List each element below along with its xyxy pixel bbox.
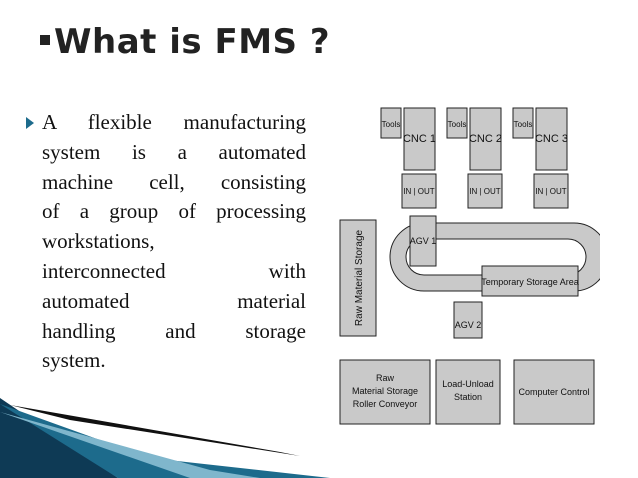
cnc-machine-box: [403, 107, 436, 171]
cnc-machine-box: [535, 107, 568, 171]
computer-control-box: [513, 359, 595, 425]
bullet-line: of a group of processing: [42, 199, 306, 224]
bullet-line: handling and storage: [42, 318, 306, 343]
raw-material-storage-box: [339, 219, 377, 337]
in-out-box: [533, 173, 569, 209]
raw-roller-conveyor-box: [339, 359, 431, 425]
bullet-line: workstations,: [42, 229, 155, 254]
bullet-line: system.: [42, 348, 106, 373]
slide-title: What is FMS ?: [40, 22, 330, 62]
computer-control-label: Computer Control: [518, 387, 589, 397]
cnc-machine-box: [469, 107, 502, 171]
load-unload-label-line: Station: [454, 392, 482, 402]
bullet-line: system is a automated: [42, 139, 306, 164]
slide-title-text: What is FMS ?: [54, 22, 331, 62]
raw-material-storage-label: Raw Material Storage: [354, 229, 365, 326]
tools-label: Tools: [382, 120, 401, 129]
in-out-box: [401, 173, 437, 209]
raw-conveyor-label-line: Raw: [376, 373, 395, 383]
tools-label: Tools: [448, 120, 467, 129]
tools-box: [446, 107, 468, 139]
fms-diagram: Tools Tools Tools CNC 1 CNC 2 CNC 3 IN |…: [339, 107, 600, 425]
cnc-label: CNC 1: [403, 133, 436, 145]
raw-conveyor-label-line: Roller Conveyor: [353, 399, 418, 409]
in-out-label: IN | OUT: [403, 187, 435, 196]
in-out-box: [467, 173, 503, 209]
bullet-line: interconnected with: [42, 258, 306, 283]
in-out-label: IN | OUT: [535, 187, 567, 196]
load-unload-station-box: [435, 359, 501, 425]
title-bullet-icon: [40, 34, 50, 45]
tools-label: Tools: [514, 120, 533, 129]
bullet-line: A flexible manufacturing: [42, 110, 306, 134]
agv-1-label: AGV 1: [410, 236, 437, 246]
agv-2-label: AGV 2: [455, 320, 482, 330]
agv-2-box: [453, 301, 483, 339]
raw-conveyor-label-line: Material Storage: [352, 386, 418, 396]
agv-1-box: [409, 215, 437, 267]
cnc-label: CNC 2: [469, 133, 502, 145]
bullet-text: A flexible manufacturing system is a aut…: [42, 108, 306, 376]
triangle-bullet-icon: [26, 117, 34, 129]
temporary-storage-box: [481, 265, 579, 297]
in-out-label: IN | OUT: [469, 187, 501, 196]
tools-box: [512, 107, 534, 139]
load-unload-label-line: Load-Unload: [442, 379, 494, 389]
tools-box: [380, 107, 402, 139]
cnc-label: CNC 3: [535, 133, 568, 145]
temporary-storage-label: Temporary Storage Area: [481, 277, 579, 287]
bullet-line: automated material: [42, 288, 306, 313]
bullet-line: machine cell, consisting: [42, 169, 306, 194]
